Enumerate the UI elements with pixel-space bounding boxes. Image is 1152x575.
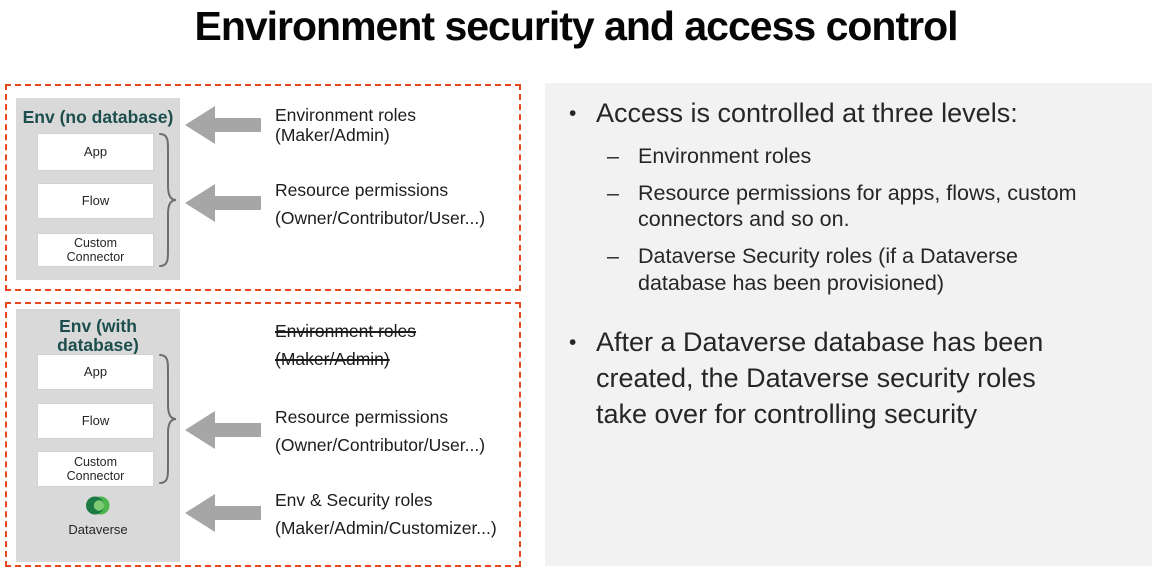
env-no-db-panel: Env (no database) App Flow Custom Connec…: [16, 98, 180, 280]
left-arrow-icon: [185, 106, 261, 144]
flow-box: Flow: [37, 403, 154, 439]
brace-icon: [159, 133, 177, 267]
annotation-env-security-roles: Env & Security roles (Maker/Admin/Custom…: [275, 490, 497, 539]
custom-connector-box-label: Custom Connector: [66, 235, 125, 264]
env-with-db-diagram: Env (with database) App Flow Custom Conn…: [5, 302, 521, 567]
annotation-environment-roles: Environment roles (Maker/Admin): [275, 105, 417, 146]
notes-sub-item-dataverse-security-roles: – Dataverse Security roles (if a Dataver…: [607, 243, 1142, 296]
custom-connector-box-label: Custom Connector: [66, 454, 125, 483]
left-arrow-icon: [185, 184, 261, 222]
annotation-environment-roles-struck: Environment roles (Maker/Admin): [275, 321, 417, 370]
notes-panel: • Access is controlled at three levels: …: [545, 83, 1152, 566]
env-with-db-panel: Env (with database) App Flow Custom Conn…: [16, 309, 180, 562]
notes-sub-list: – Environment roles – Resource permissio…: [607, 143, 1142, 296]
dash-icon: –: [607, 243, 619, 268]
env-no-db-diagram: Env (no database) App Flow Custom Connec…: [5, 84, 521, 291]
app-box: App: [37, 133, 154, 171]
bullet-icon: •: [569, 331, 577, 355]
env-with-db-title: Env (with database): [57, 316, 139, 355]
notes-bullet-2: • After a Dataverse database has been cr…: [569, 325, 1142, 433]
page-title: Environment security and access control: [194, 3, 958, 49]
app-box-label: App: [83, 363, 108, 379]
env-no-db-title: Env (no database): [22, 107, 174, 127]
notes-bullet-1: • Access is controlled at three levels:: [569, 96, 1142, 132]
flow-box-label: Flow: [81, 412, 110, 428]
app-box-label: App: [83, 143, 108, 159]
notes-bullet-1-text: Access is controlled at three levels:: [596, 98, 1018, 128]
notes-bullet-2-text: After a Dataverse database has been crea…: [596, 327, 1044, 430]
dataverse-icon: [86, 496, 110, 515]
left-arrow-icon: [185, 494, 261, 532]
app-box: App: [37, 354, 154, 390]
custom-connector-box: Custom Connector: [37, 451, 154, 487]
dash-icon: –: [607, 180, 619, 205]
annotation-resource-permissions: Resource permissions (Owner/Contributor/…: [275, 180, 486, 229]
notes-sub-item-text: Dataverse Security roles (if a Dataverse…: [638, 243, 1018, 295]
bullet-icon: •: [569, 102, 577, 125]
notes-sub-item-environment-roles: – Environment roles: [607, 143, 1142, 170]
left-arrow-icon: [185, 411, 261, 449]
notes-sub-item-text: Resource permissions for apps, flows, cu…: [638, 180, 1077, 232]
notes-sub-item-text: Environment roles: [638, 144, 812, 168]
dash-icon: –: [607, 144, 619, 168]
flow-box: Flow: [37, 183, 154, 219]
flow-box-label: Flow: [81, 192, 110, 208]
annotation-resource-permissions: Resource permissions (Owner/Contributor/…: [275, 407, 486, 456]
custom-connector-box: Custom Connector: [37, 233, 154, 267]
notes-sub-item-resource-permissions: – Resource permissions for apps, flows, …: [607, 180, 1142, 233]
dataverse-label: Dataverse: [68, 522, 128, 537]
brace-icon: [159, 354, 177, 484]
